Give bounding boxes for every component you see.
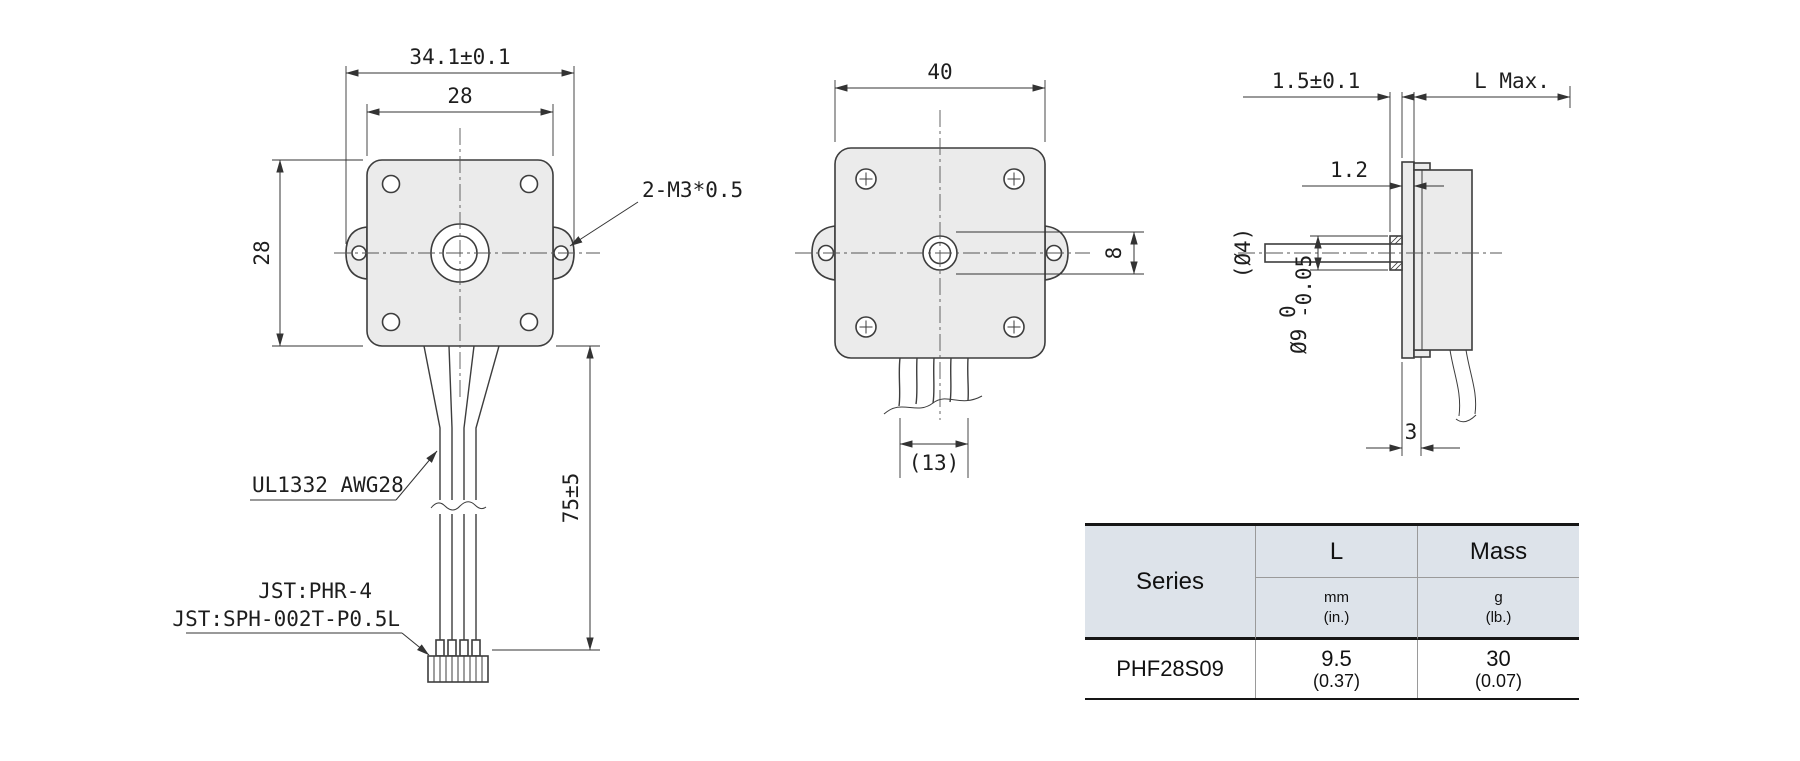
l-value-mm: 9.5 bbox=[1321, 646, 1352, 671]
rear-view: 40 8 (13) bbox=[795, 60, 1144, 478]
mounting-plate bbox=[1401, 161, 1415, 359]
unit-l-in: (in.) bbox=[1323, 608, 1350, 626]
table-row-l: 9.5 (0.37) bbox=[1255, 640, 1417, 698]
dim-cable-width: (13) bbox=[909, 451, 960, 475]
corner-hole bbox=[381, 312, 401, 332]
lead-wire-callout: UL1332 AWG28 bbox=[252, 473, 404, 497]
corner-hole bbox=[381, 174, 401, 194]
mass-value-lb: (0.07) bbox=[1474, 671, 1523, 692]
dim-pilot-offset: 3 bbox=[1405, 420, 1418, 444]
motor-body-side bbox=[1413, 169, 1473, 351]
pilot-boss bbox=[1389, 235, 1403, 271]
dim-face-height: 28 bbox=[250, 240, 274, 265]
pilot-dia-tol-lower: -0.05 bbox=[1292, 255, 1316, 318]
rear-cable bbox=[883, 357, 983, 415]
corner-hole bbox=[519, 312, 539, 332]
dim-motor-length: L Max. bbox=[1474, 69, 1550, 93]
dim-face-width: 28 bbox=[447, 84, 472, 108]
housing-tab bbox=[1413, 349, 1431, 358]
pilot-dia-value: Ø9 bbox=[1287, 329, 1311, 354]
spec-table: Series L Mass mm (in.) g (lb.) PHF28S09 … bbox=[1085, 523, 1579, 700]
front-view: 34.1±0.1 28 28 2-M3*0.5 UL1332 AWG28 JST… bbox=[172, 45, 743, 683]
shaft-dia-label: (Ø4) bbox=[1231, 228, 1255, 279]
lead-wires bbox=[423, 345, 500, 642]
thread-callout: 2-M3*0.5 bbox=[642, 178, 743, 202]
housing-tab bbox=[1413, 162, 1431, 171]
dim-exit-height: 8 bbox=[1102, 247, 1126, 260]
unit-mass-lb: (lb.) bbox=[1485, 608, 1512, 626]
mass-value-g: 30 bbox=[1486, 646, 1511, 671]
unit-l-mm: mm bbox=[1324, 589, 1349, 606]
side-view: 1.5±0.1 L Max. 1.2 (Ø4) Ø9 0 -0.05 3 bbox=[1231, 69, 1571, 456]
connector-callout-line2: JST:SPH-002T-P0.5L bbox=[172, 607, 400, 631]
table-header-series: Series bbox=[1085, 526, 1255, 640]
table-header-l: L bbox=[1255, 526, 1417, 578]
dim-overall-width: 34.1±0.1 bbox=[409, 45, 510, 69]
lead-connector bbox=[427, 639, 489, 683]
dim-flange-thickness: 1.2 bbox=[1330, 158, 1368, 182]
dim-lead-length: 75±5 bbox=[559, 473, 583, 524]
table-unit-mass: g (lb.) bbox=[1417, 578, 1579, 640]
table-row-series: PHF28S09 bbox=[1116, 656, 1224, 682]
dim-rear-width: 40 bbox=[927, 60, 952, 84]
table-unit-l: mm (in.) bbox=[1255, 578, 1417, 640]
l-value-in: (0.37) bbox=[1312, 671, 1361, 692]
side-cable bbox=[1449, 349, 1477, 423]
connector-callout-line1: JST:PHR-4 bbox=[258, 579, 372, 603]
pilot-dia-tol-upper: 0 bbox=[1276, 305, 1300, 318]
table-row-mass: 30 (0.07) bbox=[1417, 640, 1579, 698]
corner-screws bbox=[855, 168, 1025, 338]
table-header-mass: Mass bbox=[1417, 526, 1579, 578]
unit-mass-g: g bbox=[1494, 589, 1503, 606]
corner-hole bbox=[519, 174, 539, 194]
dim-pilot-length: 1.5±0.1 bbox=[1272, 69, 1361, 93]
pilot-dia-label: Ø9 0 -0.05 bbox=[1276, 255, 1316, 354]
